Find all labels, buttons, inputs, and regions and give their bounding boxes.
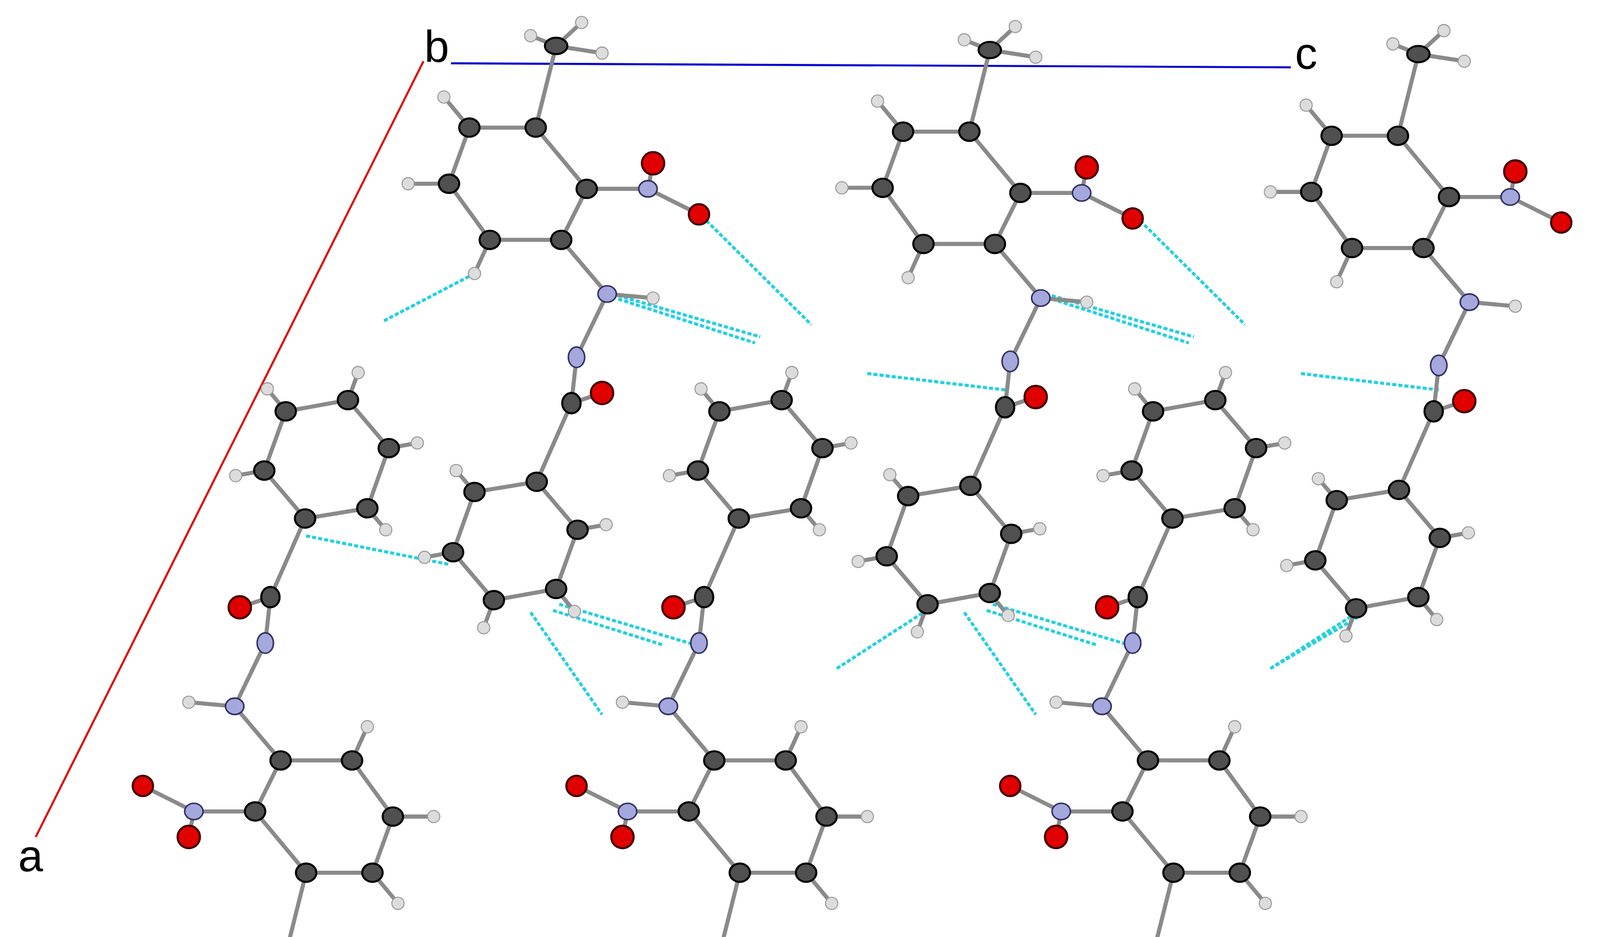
molecule — [566, 366, 874, 937]
axis-label: b — [424, 23, 450, 69]
c-axis — [451, 63, 1292, 68]
molecule — [1264, 24, 1572, 642]
hydrogen-bond — [306, 273, 1358, 669]
molecule — [132, 366, 440, 937]
molecule — [835, 20, 1143, 638]
axis-label: c — [1295, 30, 1318, 76]
molecule — [402, 16, 710, 634]
axis-label: a — [18, 832, 44, 878]
molecule — [1000, 366, 1308, 937]
